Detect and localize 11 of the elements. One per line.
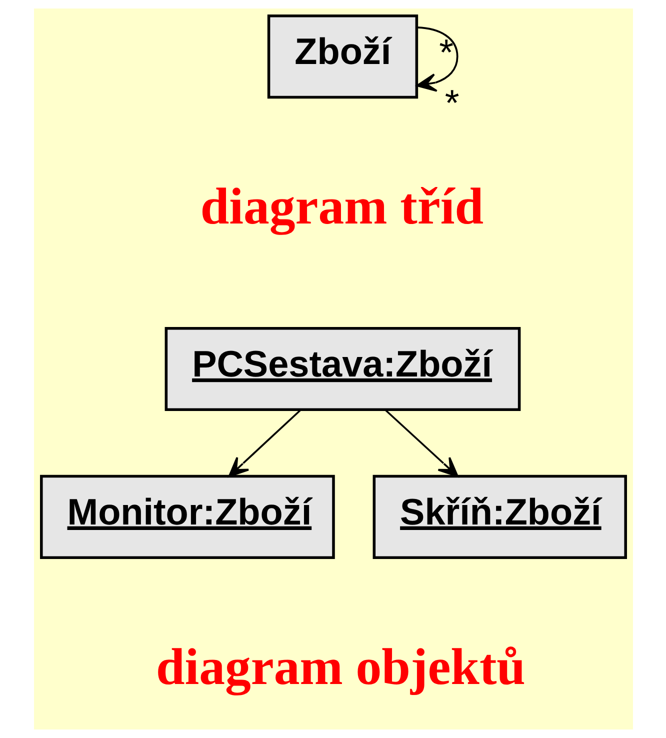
label: diagram objektů [156, 639, 525, 696]
label: * [438, 32, 454, 74]
node-box: PCSestava:Zboží [164, 326, 520, 412]
label: diagram tříd [200, 178, 484, 236]
node-box: Monitor:Zboží [40, 474, 334, 559]
arrow [384, 410, 458, 478]
arrow [228, 410, 300, 478]
node-box: Zboží [266, 14, 418, 99]
label: * [444, 82, 459, 124]
node-box: Skříň:Zboží [372, 474, 626, 559]
arrow [416, 26, 458, 92]
